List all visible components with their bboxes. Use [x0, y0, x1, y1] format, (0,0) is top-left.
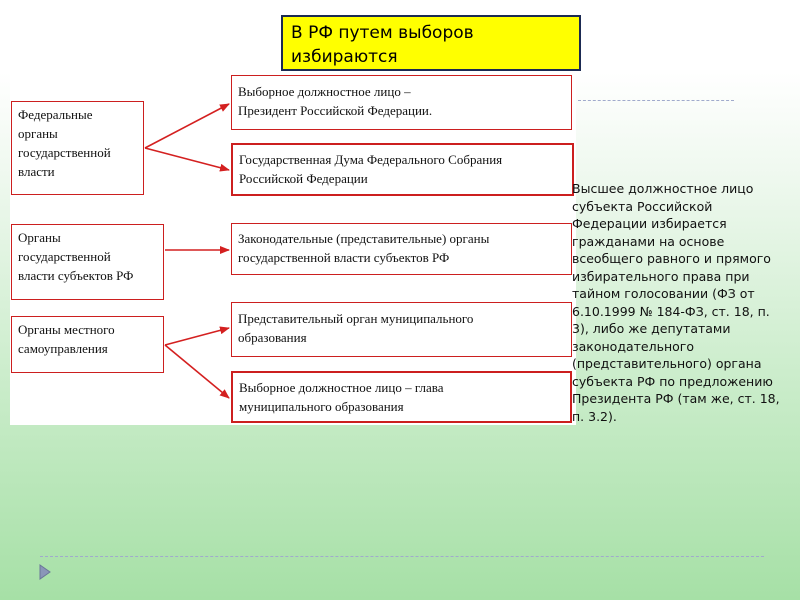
- top-divider: [578, 100, 734, 101]
- bottom-divider: [40, 556, 764, 557]
- box-local-government: Органы местного самоуправления: [11, 316, 164, 373]
- next-slide-icon[interactable]: [38, 563, 52, 581]
- box-subject-organs: Органы государственной власти субъектов …: [11, 224, 164, 300]
- title-box: В РФ путем выборов избираются: [281, 15, 581, 71]
- title-text: В РФ путем выборов избираются: [291, 23, 474, 67]
- side-description: Высшее должностное лицо субъекта Российс…: [572, 181, 780, 424]
- box-president: Выборное должностное лицо – Президент Ро…: [231, 75, 572, 130]
- box-federal-organs: Федеральные органы государственной власт…: [11, 101, 144, 195]
- box-municipal-head: Выборное должностное лицо – глава муници…: [231, 371, 572, 423]
- box-state-duma: Государственная Дума Федерального Собран…: [231, 143, 574, 196]
- box-legislative-organs: Законодательные (представительные) орган…: [231, 223, 572, 275]
- box-municipal-representative: Представительный орган муниципального об…: [231, 302, 572, 357]
